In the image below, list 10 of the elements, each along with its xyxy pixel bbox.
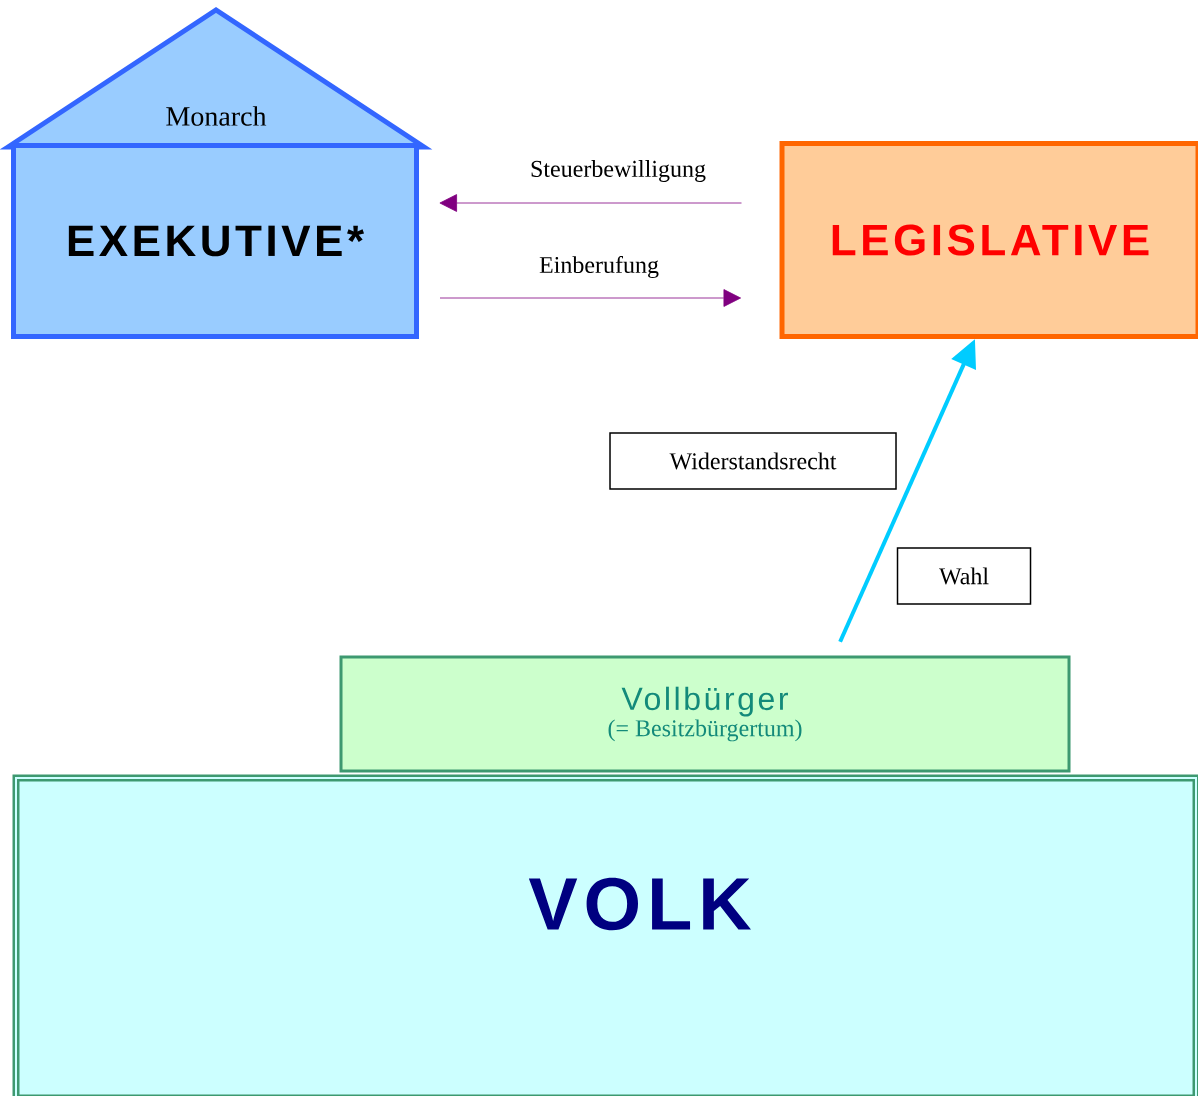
group-box: Vollbürger (= Besitzbürgertum) [339, 655, 1071, 773]
legislative-box: LEGISLATIVE [779, 141, 1198, 339]
edge-label: Steuerbewilligung [529, 159, 707, 183]
people-box: VOLK [12, 774, 1198, 1096]
arrow [439, 194, 742, 212]
label-box: Widerstandsrecht [609, 432, 897, 490]
arrow [439, 289, 741, 307]
node-label: Monarch [166, 106, 267, 126]
label-box: Wahl [896, 547, 1032, 605]
edge-label: Einberufung [538, 254, 660, 280]
